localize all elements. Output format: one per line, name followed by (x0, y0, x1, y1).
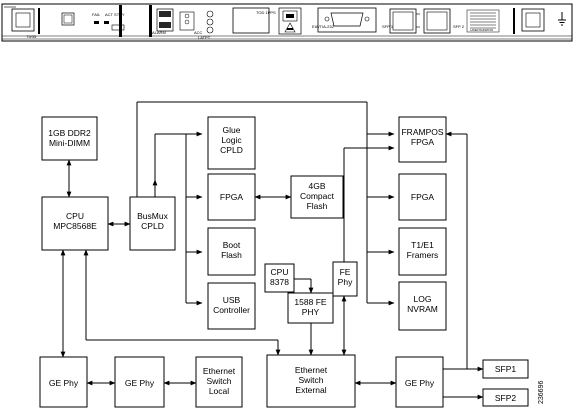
acc-led-icon (179, 11, 195, 31)
block-t1e1-framers: T1/E1 Framers (398, 227, 447, 276)
svg-text:Flash: Flash (307, 201, 328, 211)
svg-text:Phy: Phy (338, 277, 353, 287)
acc-label: ACC (194, 30, 203, 35)
svg-text:Local: Local (209, 386, 229, 396)
svg-text:Framers: Framers (407, 250, 439, 260)
svg-text:GE Phy: GE Phy (405, 378, 435, 388)
sfp2-panel-label: SFP 2 (453, 24, 465, 29)
block-boot-flash: Boot Flash (207, 227, 256, 276)
svg-text:Switch: Switch (206, 376, 231, 386)
alarm-label: ALARM (152, 30, 166, 35)
block-cpu-mpc8568e: CPU MPC8568E (41, 196, 109, 251)
slot-label: T5/35 (26, 34, 37, 39)
block-1588-fe-phy: 1588 FE PHY (287, 292, 334, 324)
led-indicator-icon (111, 24, 125, 31)
svg-text:4GB: 4GB (308, 181, 325, 191)
svg-text:CPU: CPU (271, 267, 289, 277)
fail-led-icon (94, 21, 99, 24)
svg-text:1588 FE: 1588 FE (294, 297, 326, 307)
svg-text:SFP2: SFP2 (495, 393, 517, 403)
svg-text:BusMux: BusMux (137, 211, 168, 221)
rs232-label: EIA/TIA-232 (312, 24, 335, 29)
svg-text:FPGA: FPGA (411, 137, 434, 147)
sfp-port-2[interactable] (423, 8, 451, 34)
sfp1-panel-label: SFP 1 (382, 24, 394, 29)
svg-text:FPGA: FPGA (411, 192, 434, 202)
right-ejector-handle[interactable] (521, 8, 545, 32)
block-ethernet-switch-local: Ethernet Switch Local (195, 356, 243, 408)
svg-text:Mini-DIMM: Mini-DIMM (49, 138, 90, 148)
svg-text:Boot: Boot (223, 240, 241, 250)
svg-text:Glue: Glue (223, 125, 241, 135)
svg-text:PHY: PHY (302, 307, 320, 317)
svg-text:8378: 8378 (270, 277, 289, 287)
block-frampos-fpga: FRAMPOS FPGA (398, 116, 447, 163)
eia-tia-232-port[interactable] (317, 7, 377, 33)
line-card-front-panel: T5/35 FAIL ACT STBY ALARM (1, 3, 573, 42)
block-cpu-8378: CPU 8378 (264, 263, 295, 293)
block-busmux-cpld: BusMux CPLD (129, 196, 176, 251)
laser-warning-text-lines (470, 12, 496, 29)
block-glue-logic-cpld: Glue Logic CPLD (207, 116, 256, 170)
block-fe-phy: FE Phy (332, 261, 358, 297)
alarm-connector-area: ALARM (152, 8, 174, 35)
tod-1pps-port[interactable] (232, 7, 270, 34)
svg-text:FRAMPOS: FRAMPOS (401, 127, 443, 137)
svg-text:CPLD: CPLD (220, 145, 243, 155)
block-fpga-right: FPGA (398, 173, 447, 221)
act-led-icon (104, 21, 109, 24)
latpt-port[interactable] (206, 10, 214, 34)
block-usb-controller: USB Controller (207, 282, 256, 330)
block-log-nvram: LOG NVRAM (398, 281, 447, 331)
svg-text:SFP1: SFP1 (495, 364, 517, 374)
svg-text:External: External (295, 385, 326, 395)
sfp-port-1[interactable] (389, 8, 420, 34)
figure-id: 236696 (538, 381, 545, 404)
block-ddr2: 1GB DDR2 Mini-DIMM (41, 116, 98, 161)
block-sfp1: SFP1 (482, 359, 529, 379)
block-sfp2: SFP2 (482, 388, 529, 407)
block-ge-phy-2: GE Phy (114, 356, 165, 408)
svg-text:GE Phy: GE Phy (125, 378, 155, 388)
svg-text:MPC8568E: MPC8568E (53, 221, 97, 231)
block-ethernet-switch-external: Ethernet Switch External (266, 354, 356, 408)
svg-text:CPLD: CPLD (141, 221, 164, 231)
tod-label: TOD 1PPS (256, 10, 276, 15)
svg-text:Ethernet: Ethernet (295, 365, 328, 375)
svg-text:CPU: CPU (66, 211, 84, 221)
status-led-group: FAIL ACT STBY (92, 12, 125, 31)
svg-text:1GB DDR2: 1GB DDR2 (48, 128, 91, 138)
laser-warning-label: LASER RADIATION (470, 28, 493, 32)
block-fpga: FPGA (207, 173, 256, 221)
svg-text:Switch: Switch (298, 375, 323, 385)
fail-led-label: FAIL (92, 12, 101, 17)
ground-icon (558, 12, 566, 26)
svg-text:Logic: Logic (221, 135, 242, 145)
latpt-label: LATPT (198, 35, 211, 40)
block-ge-phy-right: GE Phy (395, 356, 444, 408)
act-led-label: ACT STBY (105, 12, 125, 17)
svg-text:Ethernet: Ethernet (203, 366, 236, 376)
svg-text:Flash: Flash (221, 250, 242, 260)
svg-text:Compact: Compact (300, 191, 335, 201)
svg-text:FE: FE (340, 267, 351, 277)
left-ejector-handle[interactable] (11, 8, 35, 32)
svg-text:NVRAM: NVRAM (407, 304, 438, 314)
captive-screw[interactable] (61, 12, 75, 26)
svg-text:USB: USB (223, 295, 241, 305)
svg-text:Controller: Controller (213, 305, 250, 315)
block-compact-flash: 4GB Compact Flash (290, 175, 344, 219)
svg-text:FPGA: FPGA (220, 192, 243, 202)
svg-text:LOG: LOG (414, 294, 432, 304)
svg-text:GE Phy: GE Phy (49, 378, 79, 388)
svg-text:T1/E1: T1/E1 (411, 240, 434, 250)
laser-warning-icon (278, 7, 302, 35)
connections (60, 101, 484, 400)
block-ge-phy-1: GE Phy (39, 356, 88, 408)
